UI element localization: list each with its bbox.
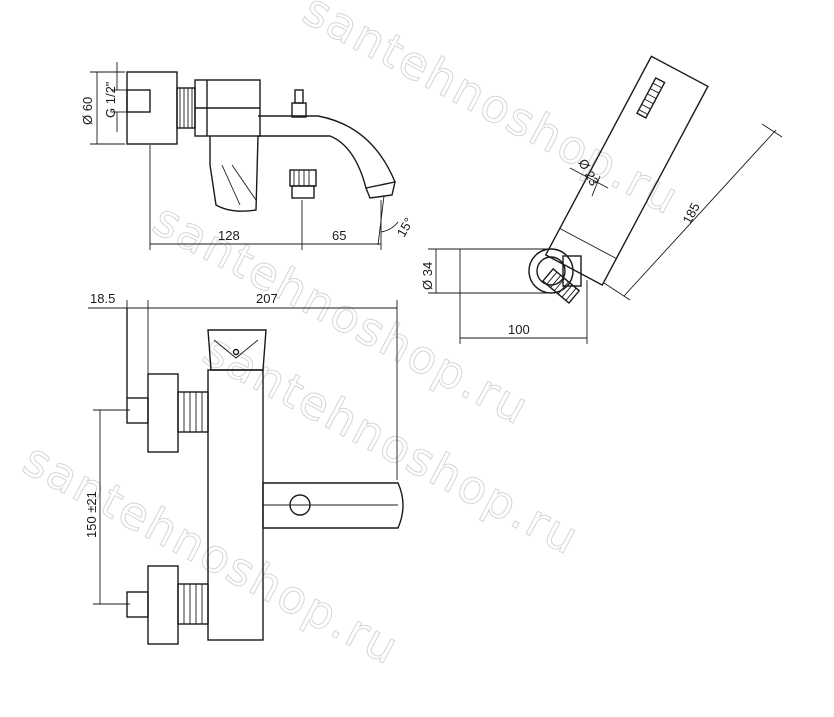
upper-thread — [177, 391, 209, 433]
spout-lower — [258, 135, 367, 189]
shower-handle — [544, 55, 709, 286]
lower-thread — [177, 583, 209, 625]
shower-hose — [541, 267, 581, 304]
diverter-knob[interactable] — [291, 102, 307, 118]
wall-flange — [126, 71, 178, 145]
top-view: Ø 60 G 1/2" 128 65 15° — [80, 62, 416, 250]
spout-upper — [258, 115, 396, 183]
dim-diameter-60: Ø 60 — [80, 97, 95, 125]
dim-thread: G 1/2" — [103, 81, 118, 118]
inlet-nut — [126, 89, 151, 113]
watermark-text-3: santehnoshop.ru — [15, 432, 409, 676]
watermark-text-1: santehnoshop.ru — [295, 0, 689, 226]
dim-128: 128 — [218, 228, 240, 243]
dim-100: 100 — [508, 322, 530, 337]
lever-handle — [209, 135, 259, 212]
lower-flange — [147, 565, 179, 645]
upper-inlet — [126, 397, 149, 424]
shower-spray-face — [636, 76, 666, 119]
dim-diameter-34: Ø 34 — [420, 262, 435, 290]
dim-150: 150 ±21 — [84, 491, 99, 538]
dim-185: 185 — [679, 200, 702, 226]
dim-18-5: 18.5 — [90, 291, 115, 306]
upper-flange — [147, 373, 179, 453]
front-cap — [207, 329, 267, 371]
dim-65: 65 — [332, 228, 346, 243]
front-view: 18.5 207 150 ±21 — [84, 291, 404, 645]
front-lever[interactable] — [262, 482, 404, 529]
spout-outlet — [365, 181, 396, 199]
lower-inlet — [126, 591, 149, 618]
dim-angle-15: 15° — [394, 215, 417, 240]
dim-207: 207 — [256, 291, 278, 306]
